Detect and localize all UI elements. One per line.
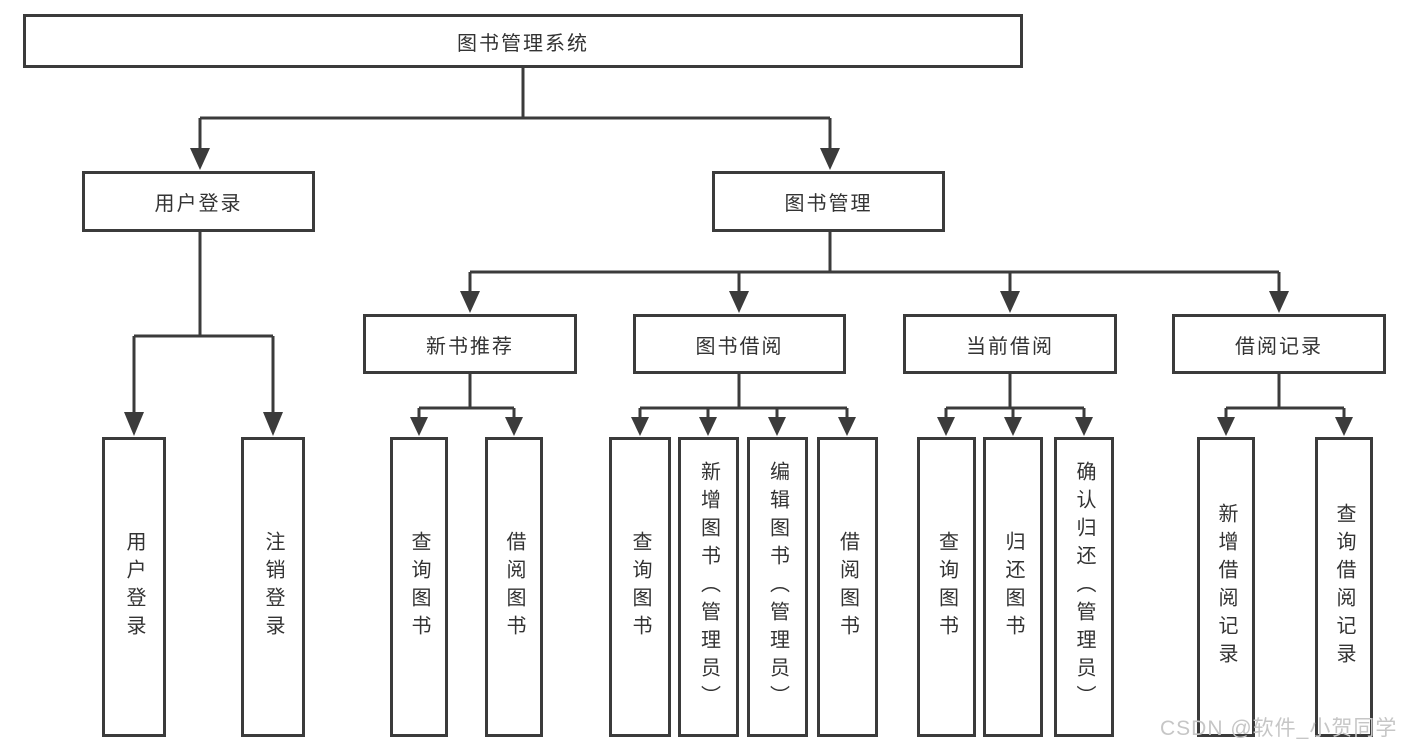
node-current-borrowing: 当前借阅 xyxy=(903,314,1117,374)
node-library-management-system-label: 图书管理系统 xyxy=(457,32,589,55)
arrow-down-icon xyxy=(631,417,649,436)
leaf-borrow-books-recommend-label: 借阅图书 xyxy=(503,531,525,643)
node-book-management-label: 图书管理 xyxy=(784,193,873,215)
leaf-query-books-current: 查询图书 xyxy=(917,437,976,737)
arrow-down-icon xyxy=(124,412,144,436)
node-user-login-label: 用户登录 xyxy=(154,193,243,215)
leaf-confirm-return-admin: 确认归还（管理员） xyxy=(1054,437,1114,737)
leaf-query-books-recommend-label: 查询图书 xyxy=(408,531,430,643)
node-library-management-system: 图书管理系统 xyxy=(23,14,1023,68)
node-book-borrowing-label: 图书借阅 xyxy=(695,335,784,358)
leaf-query-borrow-record: 查询借阅记录 xyxy=(1315,437,1373,737)
arrow-down-icon xyxy=(838,417,856,436)
leaf-query-books-borrow: 查询图书 xyxy=(609,437,671,737)
leaf-logout: 注销登录 xyxy=(241,437,305,737)
node-book-borrowing: 图书借阅 xyxy=(633,314,846,374)
arrow-down-icon xyxy=(505,417,523,436)
leaf-query-books-recommend: 查询图书 xyxy=(390,437,448,737)
node-new-book-recommendation-label: 新书推荐 xyxy=(426,335,514,358)
leaf-confirm-return-admin-label: 确认归还（管理员） xyxy=(1073,461,1095,713)
node-user-login: 用户登录 xyxy=(82,171,315,232)
arrow-down-icon xyxy=(699,417,717,436)
arrow-down-icon xyxy=(820,148,840,170)
leaf-user-login: 用户登录 xyxy=(102,437,166,737)
arrow-down-icon xyxy=(410,417,428,436)
leaf-borrow-books-label: 借阅图书 xyxy=(836,531,859,643)
arrow-down-icon xyxy=(1075,417,1093,436)
leaf-query-books-borrow-label: 查询图书 xyxy=(629,531,651,643)
arrow-down-icon xyxy=(190,148,210,170)
leaf-logout-label: 注销登录 xyxy=(262,531,284,643)
leaf-edit-book-admin: 编辑图书（管理员） xyxy=(747,437,808,737)
leaf-borrow-books-recommend: 借阅图书 xyxy=(485,437,543,737)
leaf-query-books-current-label: 查询图书 xyxy=(935,531,958,643)
leaf-return-book-label: 归还图书 xyxy=(1002,531,1024,643)
node-borrowing-records-label: 借阅记录 xyxy=(1235,335,1323,358)
arrow-down-icon xyxy=(1335,417,1353,436)
leaf-add-book-admin-label: 新增图书（管理员） xyxy=(697,461,720,713)
arrow-down-icon xyxy=(460,291,480,313)
arrow-down-icon xyxy=(263,412,283,436)
leaf-edit-book-admin-label: 编辑图书（管理员） xyxy=(766,461,789,713)
leaf-borrow-books: 借阅图书 xyxy=(817,437,878,737)
node-book-management: 图书管理 xyxy=(712,171,945,232)
leaf-add-borrow-record-label: 新增借阅记录 xyxy=(1215,503,1237,671)
leaf-query-borrow-record-label: 查询借阅记录 xyxy=(1333,503,1355,671)
arrow-down-icon xyxy=(1004,417,1022,436)
leaf-add-book-admin: 新增图书（管理员） xyxy=(678,437,739,737)
leaf-user-login-label: 用户登录 xyxy=(123,531,145,643)
arrow-down-icon xyxy=(729,291,749,313)
node-current-borrowing-label: 当前借阅 xyxy=(966,335,1054,358)
tree-connectors xyxy=(132,68,1346,420)
watermark: CSDN @软件_小贺同学 xyxy=(1160,717,1398,740)
arrow-down-icon xyxy=(1269,291,1289,313)
arrowheads xyxy=(124,148,1353,436)
leaf-add-borrow-record: 新增借阅记录 xyxy=(1197,437,1255,737)
node-new-book-recommendation: 新书推荐 xyxy=(363,314,577,374)
arrow-down-icon xyxy=(1217,417,1235,436)
arrow-down-icon xyxy=(1000,291,1020,313)
node-borrowing-records: 借阅记录 xyxy=(1172,314,1386,374)
arrow-down-icon xyxy=(937,417,955,436)
leaf-return-book: 归还图书 xyxy=(983,437,1043,737)
arrow-down-icon xyxy=(768,417,786,436)
